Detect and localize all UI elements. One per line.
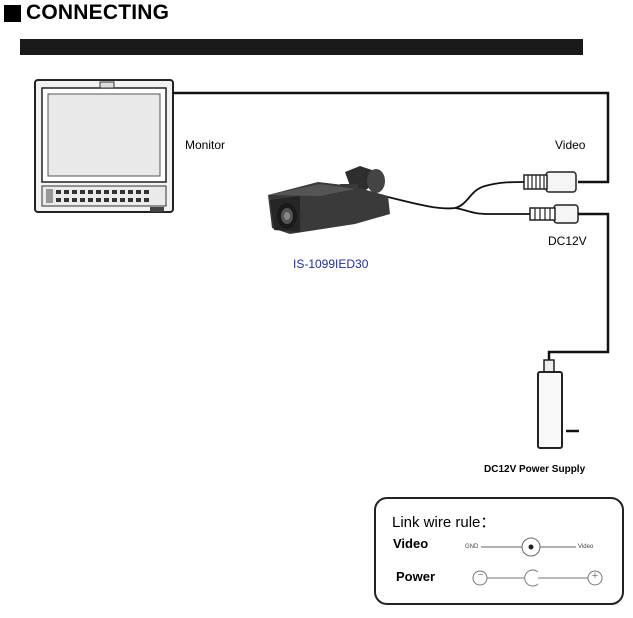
section-heading: CONNECTING <box>4 0 169 26</box>
video-pin-symbol <box>481 537 576 557</box>
dc-connector-icon <box>529 204 579 224</box>
power-cable <box>547 212 610 372</box>
dc12v-label: DC12V <box>548 234 587 248</box>
legend-power-label: Power <box>396 569 436 584</box>
legend-title: Link wire rule： <box>392 514 496 531</box>
power-supply-icon <box>537 359 579 449</box>
monitor-label: Monitor <box>185 138 226 152</box>
legend-symbols <box>472 537 603 587</box>
legend-video-text: Video <box>578 544 594 550</box>
power-supply-label: DC12V Power Supply <box>484 464 586 475</box>
heading-square-icon <box>4 4 21 22</box>
bullet-camera-icon <box>268 166 390 234</box>
camera-cable <box>387 181 530 215</box>
minus-symbol: − <box>477 570 484 581</box>
legend-gnd-text: GND <box>465 544 479 550</box>
camera-model-label: IS-1099IED30 <box>293 257 369 271</box>
monitor-icon <box>34 79 174 213</box>
legend-video-label: Video <box>393 536 429 551</box>
power-polarity-symbol <box>472 569 603 587</box>
plus-symbol: + <box>591 570 599 582</box>
video-connector-icon <box>523 171 577 193</box>
link-wire-rule-legend: Link wire rule： Video Power GND Video − … <box>374 497 624 605</box>
video-cable <box>173 91 610 184</box>
heading-rule-bar <box>20 39 583 55</box>
heading-text: CONNECTING <box>26 1 170 24</box>
video-label: Video <box>555 138 586 152</box>
